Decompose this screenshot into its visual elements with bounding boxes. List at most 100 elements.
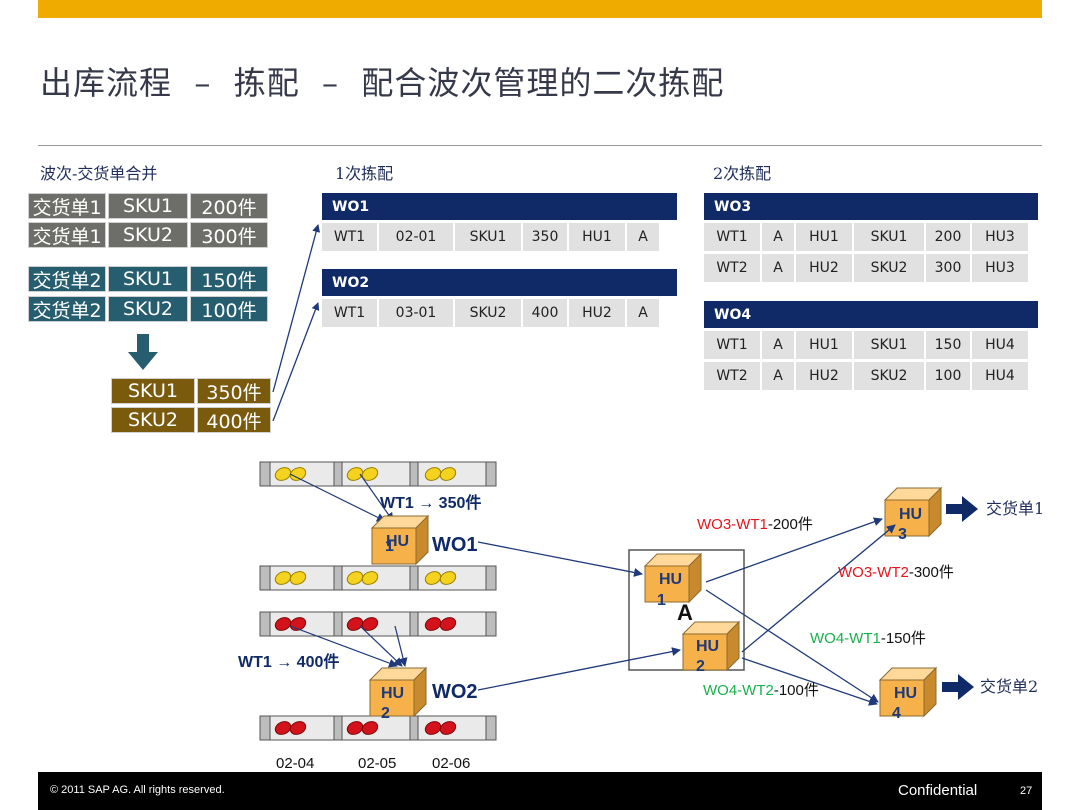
wo-cell: 03-01 <box>379 299 453 327</box>
wo-cell: HU2 <box>796 254 852 282</box>
wo4-table: WO4 WT1 A HU1 SKU1 150 HU4 WT2 A HU2 SKU… <box>704 301 1038 390</box>
title-divider <box>38 145 1042 146</box>
wo-cell: HU3 <box>972 223 1028 251</box>
wo2-row: WT1 03-01 SKU2 400 HU2 A <box>322 299 677 327</box>
delivery-qty: 100件 <box>190 296 268 322</box>
hu-number: 1 <box>385 538 394 555</box>
wo-cell: A <box>627 223 659 251</box>
wo-cell: HU1 <box>796 331 852 359</box>
bin-label: 02-04 <box>276 755 314 772</box>
wo-cell: HU1 <box>569 223 625 251</box>
wo-cell: WT1 <box>322 299 377 327</box>
wo-cell: A <box>762 223 794 251</box>
wo4-wt1-qty: -150件 <box>881 630 926 647</box>
shelf-row-mid-yellow <box>259 565 497 591</box>
bin-label: 02-05 <box>358 755 396 772</box>
shelf-row-bottom-red <box>259 715 497 741</box>
hu-label: HU <box>659 571 682 588</box>
wo-cell: A <box>762 254 794 282</box>
wt1-350-op: WT1 <box>380 495 414 512</box>
wo3-header: WO3 <box>704 193 1038 220</box>
hu-number: 3 <box>898 526 907 543</box>
page-number: 27 <box>1020 785 1033 797</box>
wo4-wt2-arrow <box>741 657 878 706</box>
wo1-table: WO1 WT1 02-01 SKU1 350 HU1 A <box>322 193 677 251</box>
wo3-row: WT2 A HU2 SKU2 300 HU3 <box>704 254 1038 282</box>
wo-cell: 200 <box>926 223 970 251</box>
wo-cell: A <box>762 331 794 359</box>
bin-label: 02-06 <box>432 755 470 772</box>
delivery-sku: SKU2 <box>108 222 188 248</box>
sku2-to-wo2-connector <box>272 302 320 422</box>
wo-cell: HU4 <box>972 331 1028 359</box>
delivery-sku: SKU1 <box>108 193 188 219</box>
wo1-flow-arrow <box>477 541 643 577</box>
wo2-table: WO2 WT1 03-01 SKU2 400 HU2 A <box>322 269 677 327</box>
delivery1-arrow-icon <box>946 496 978 522</box>
wo4-wt2-qty: -100件 <box>774 682 819 699</box>
delivery2-label: 交货单2 <box>980 677 1038 696</box>
wo-cell: 150 <box>926 331 970 359</box>
wt1-350-label: WT1 → 350件 <box>380 493 481 512</box>
hu-label: HU <box>894 685 917 702</box>
pick-arrow <box>394 625 408 667</box>
wo-cell: SKU1 <box>854 331 924 359</box>
total-line: SKU1 350件 <box>111 378 271 404</box>
wo3-wt2-op: WO3-WT2 <box>838 564 909 581</box>
delivery-line: 交货单2 SKU1 150件 <box>28 266 268 292</box>
wo4-wt1-label: WO4-WT1-150件 <box>810 630 926 647</box>
delivery-line: 交货单2 SKU2 100件 <box>28 296 268 322</box>
wo2-diagram-label: WO2 <box>432 681 478 703</box>
wo-cell: 100 <box>926 362 970 390</box>
pick-arrow <box>359 473 394 522</box>
hu-number: 2 <box>381 705 390 722</box>
wo2-header: WO2 <box>322 269 677 296</box>
wo4-wt1-arrow <box>705 589 879 703</box>
wo-cell: HU3 <box>972 254 1028 282</box>
delivery-qty: 200件 <box>190 193 268 219</box>
hu-number: 1 <box>657 592 666 609</box>
hu-number: 4 <box>892 705 901 722</box>
delivery-sku: SKU1 <box>108 266 188 292</box>
wo4-wt2-op: WO4-WT2 <box>703 682 774 699</box>
wo-cell: WT1 <box>704 331 760 359</box>
total-line: SKU2 400件 <box>111 407 271 433</box>
wo-cell: A <box>762 362 794 390</box>
confidential-label: Confidential <box>898 782 978 799</box>
wo4-wt2-label: WO4-WT2-100件 <box>703 682 819 699</box>
delivery2-arrow-icon <box>942 674 974 700</box>
wt1-400-qty: → 400件 <box>272 652 340 671</box>
warehouse-flow-diagram: HU 1 HU 2 HU 1 HU 2 HU 3 HU 4 交货单1 交货单2 … <box>238 461 1044 772</box>
pick-arrow <box>359 625 403 667</box>
wo3-table: WO3 WT1 A HU1 SKU1 200 HU3 WT2 A HU2 SKU… <box>704 193 1038 282</box>
wo-cell: SKU1 <box>455 223 521 251</box>
wo-cell: SKU2 <box>854 254 924 282</box>
wo-cell: SKU2 <box>854 362 924 390</box>
wo4-wt1-op: WO4-WT1 <box>810 630 881 647</box>
total-qty: 400件 <box>197 407 271 433</box>
first-pick-section-label: 1次拣配 <box>335 164 394 183</box>
delivery-qty: 150件 <box>190 266 268 292</box>
delivery-line: 交货单1 SKU2 300件 <box>28 222 268 248</box>
delivery-line: 交货单1 SKU1 200件 <box>28 193 268 219</box>
wo3-wt1-label: WO3-WT1-200件 <box>697 516 813 533</box>
top-accent-bar <box>38 0 1042 18</box>
wo2-flow-arrow <box>477 647 681 691</box>
delivery-qty: 300件 <box>190 222 268 248</box>
wo1-diagram-label: WO1 <box>432 534 478 556</box>
wo-cell: HU1 <box>796 223 852 251</box>
wo4-row: WT1 A HU1 SKU1 150 HU4 <box>704 331 1038 359</box>
delivery-name: 交货单2 <box>28 266 106 292</box>
shelf-row-top-yellow <box>259 461 497 487</box>
pick-arrow <box>289 473 386 522</box>
delivery-sku: SKU2 <box>108 296 188 322</box>
wt1-400-label: WT1 → 400件 <box>238 652 339 671</box>
wo3-row: WT1 A HU1 SKU1 200 HU3 <box>704 223 1038 251</box>
wt1-350-qty: → 350件 <box>414 493 482 512</box>
merge-section-label: 波次-交货单合并 <box>40 164 158 183</box>
wo3-wt1-op: WO3-WT1 <box>697 516 768 533</box>
wo4-row: WT2 A HU2 SKU2 100 HU4 <box>704 362 1038 390</box>
wo-cell: WT2 <box>704 254 760 282</box>
total-sku: SKU2 <box>111 407 195 433</box>
